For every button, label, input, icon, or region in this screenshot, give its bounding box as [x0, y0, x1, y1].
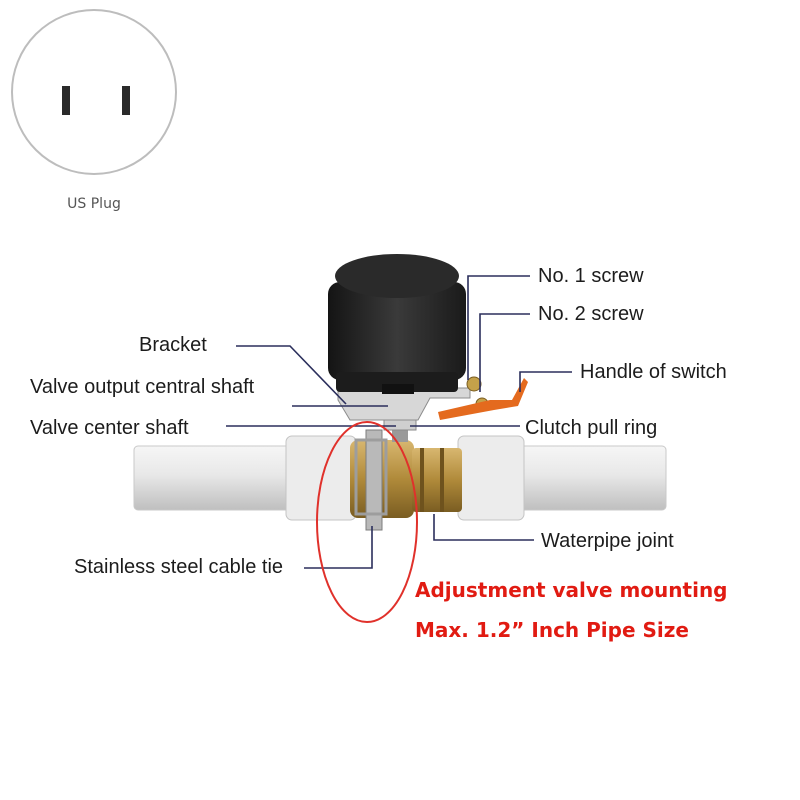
cable-tie-band [354, 438, 388, 516]
actuator-output-gear [382, 384, 414, 394]
leader-screw1 [467, 275, 530, 380]
label-valve-center-shaft: Valve center shaft [30, 417, 189, 439]
actuator-cap [335, 254, 459, 298]
note-max-pipe-size: Max. 1.2” Inch Pipe Size [415, 618, 689, 642]
valve-handle [438, 378, 528, 420]
label-handle-of-switch: Handle of switch [580, 361, 727, 383]
cable-tie-highlight [316, 421, 418, 623]
label-bracket: Bracket [139, 334, 207, 356]
plug-prong-left [62, 86, 70, 115]
leader-bracket [236, 345, 347, 405]
actuator-base [336, 372, 458, 392]
nut-edge [440, 448, 444, 512]
pipe-right [505, 445, 667, 511]
actuator-housing [328, 282, 466, 380]
leader-joint [433, 514, 534, 541]
label-waterpipe-joint: Waterpipe joint [541, 530, 674, 552]
label-clutch-pull-ring: Clutch pull ring [525, 417, 658, 439]
nut-edge [420, 448, 424, 512]
leader-handle [519, 371, 572, 392]
note-adjustment-valve-mounting: Adjustment valve mounting [415, 578, 728, 602]
brass-union-nut [412, 448, 462, 512]
label-stainless-cable-tie: Stainless steel cable tie [74, 556, 284, 578]
leader-screw2 [479, 313, 530, 392]
plug-prong-right [122, 86, 130, 115]
us-plug-caption: US Plug [67, 196, 121, 212]
leader-lines [226, 275, 572, 569]
us-plug-outline [11, 9, 177, 175]
label-no1-screw: No. 1 screw [538, 265, 644, 287]
bracket-rod [365, 429, 383, 531]
screw-1 [466, 376, 482, 392]
pipe-coupler-right [457, 435, 525, 521]
leader-cable-tie [304, 526, 373, 569]
label-no2-screw: No. 2 screw [538, 303, 644, 325]
label-valve-output-shaft: Valve output central shaft [30, 376, 255, 398]
